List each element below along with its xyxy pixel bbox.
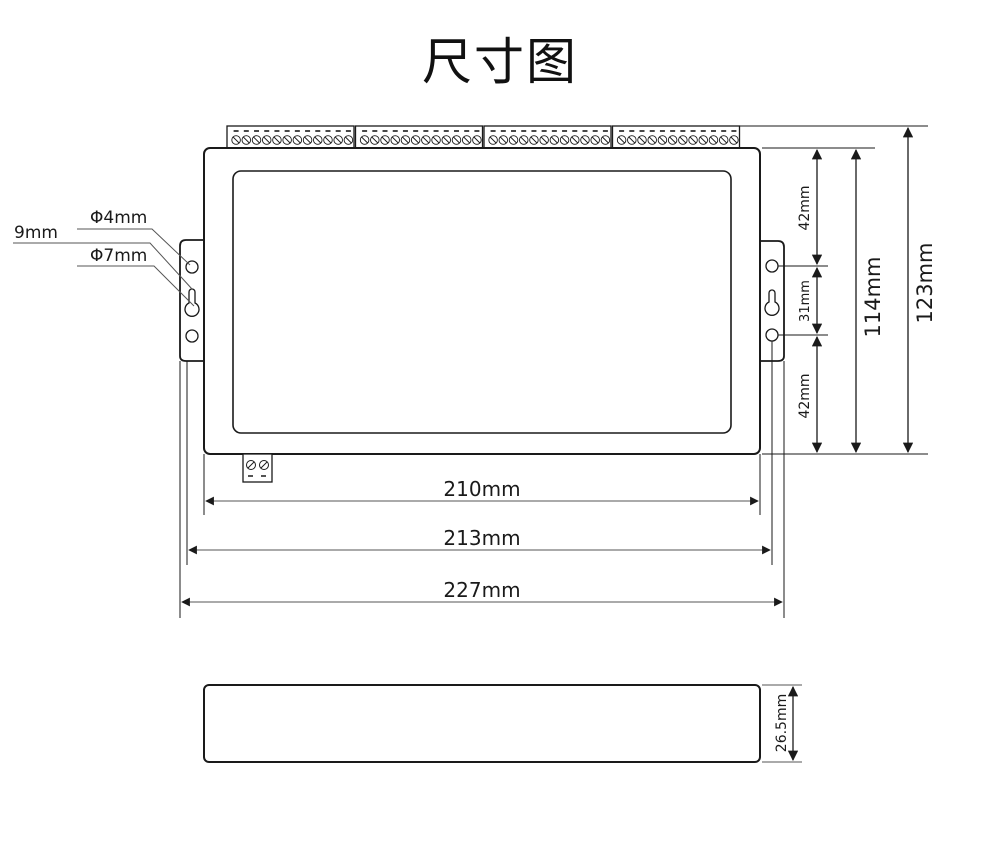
screw-icon (451, 135, 462, 145)
top-terminal-blocks (226, 125, 742, 149)
screw-icon (529, 135, 539, 145)
screw-icon (616, 135, 627, 145)
left-mounting-bracket (179, 239, 204, 362)
hole-label-phi7: Φ7mm (90, 246, 147, 266)
screw-icon (678, 135, 688, 145)
dim-overall-height-123mm: 123mm (913, 243, 937, 324)
screw-icon (539, 135, 549, 145)
screw-icon (431, 135, 441, 145)
screw-icon (231, 135, 241, 145)
screw-icon (718, 135, 729, 145)
screw-icon (410, 135, 421, 145)
screw-icon (708, 135, 719, 145)
screw-icon (421, 135, 431, 145)
dim-middle-31mm: 31mm (798, 280, 813, 322)
screw-icon (580, 135, 590, 145)
screw-icon (241, 135, 252, 145)
horizontal-dimension-lines (181, 496, 783, 607)
screw-icon (333, 135, 343, 145)
vertical-dimension-lines (811, 126, 914, 454)
screw-icon (637, 135, 647, 145)
screw-icon (488, 135, 498, 145)
screw-icon (667, 135, 678, 145)
screw-icon (590, 135, 600, 145)
screw-icon (282, 135, 292, 145)
screw-icon (313, 135, 323, 145)
hole-label-9mm: 9mm (14, 223, 58, 243)
screw-icon (570, 135, 580, 145)
horizontal-extension-lines (179, 341, 785, 618)
screw-icon (380, 135, 390, 145)
dim-thickness-26-5mm: 26.5mm (774, 694, 790, 752)
screw-icon (302, 135, 313, 145)
screw-icon (370, 135, 380, 145)
screw-icon (518, 135, 529, 145)
screw-icon (441, 135, 452, 145)
screw-icon (688, 135, 698, 145)
screw-icon (647, 135, 657, 145)
page-title: 尺寸图 (422, 33, 578, 91)
screw-icon (390, 135, 400, 145)
screw-icon (359, 135, 370, 145)
screw-icon (261, 135, 272, 145)
side-view: 26.5mm (203, 684, 802, 763)
screw-icon (498, 135, 509, 145)
screw-icon (400, 135, 411, 145)
screw-icon (461, 135, 472, 145)
screw-icon (729, 135, 739, 145)
front-view: Φ4mm 9mm Φ7mm 42mm 31mm 42mm 114mm 123mm (13, 125, 937, 618)
screw-icon (472, 135, 482, 145)
screw-icon (272, 135, 282, 145)
screw-icon (251, 135, 262, 145)
screw-icon (343, 135, 354, 145)
vertical-extension-lines (740, 125, 928, 455)
hole-label-phi4: Φ4mm (90, 208, 147, 228)
screw-icon (508, 135, 519, 145)
screw-icon (292, 135, 303, 145)
dim-upper-42mm: 42mm (797, 185, 813, 230)
dim-hole-spacing-213mm: 213mm (443, 526, 520, 550)
screw-icon (559, 135, 570, 145)
side-profile (203, 684, 761, 763)
dim-overall-width-227mm: 227mm (443, 578, 520, 602)
dim-lower-42mm: 42mm (797, 373, 813, 418)
screw-icon (657, 135, 668, 145)
screw-icon (627, 135, 637, 145)
bottom-terminal-block (242, 453, 273, 483)
screw-icon (600, 135, 611, 145)
hole-callouts (13, 228, 195, 307)
display-panel (232, 170, 732, 434)
screw-icon (698, 135, 709, 145)
dim-body-width-210mm: 210mm (443, 477, 520, 501)
dim-body-height-114mm: 114mm (861, 257, 885, 338)
screw-icon (549, 135, 560, 145)
screw-icon (323, 135, 333, 145)
